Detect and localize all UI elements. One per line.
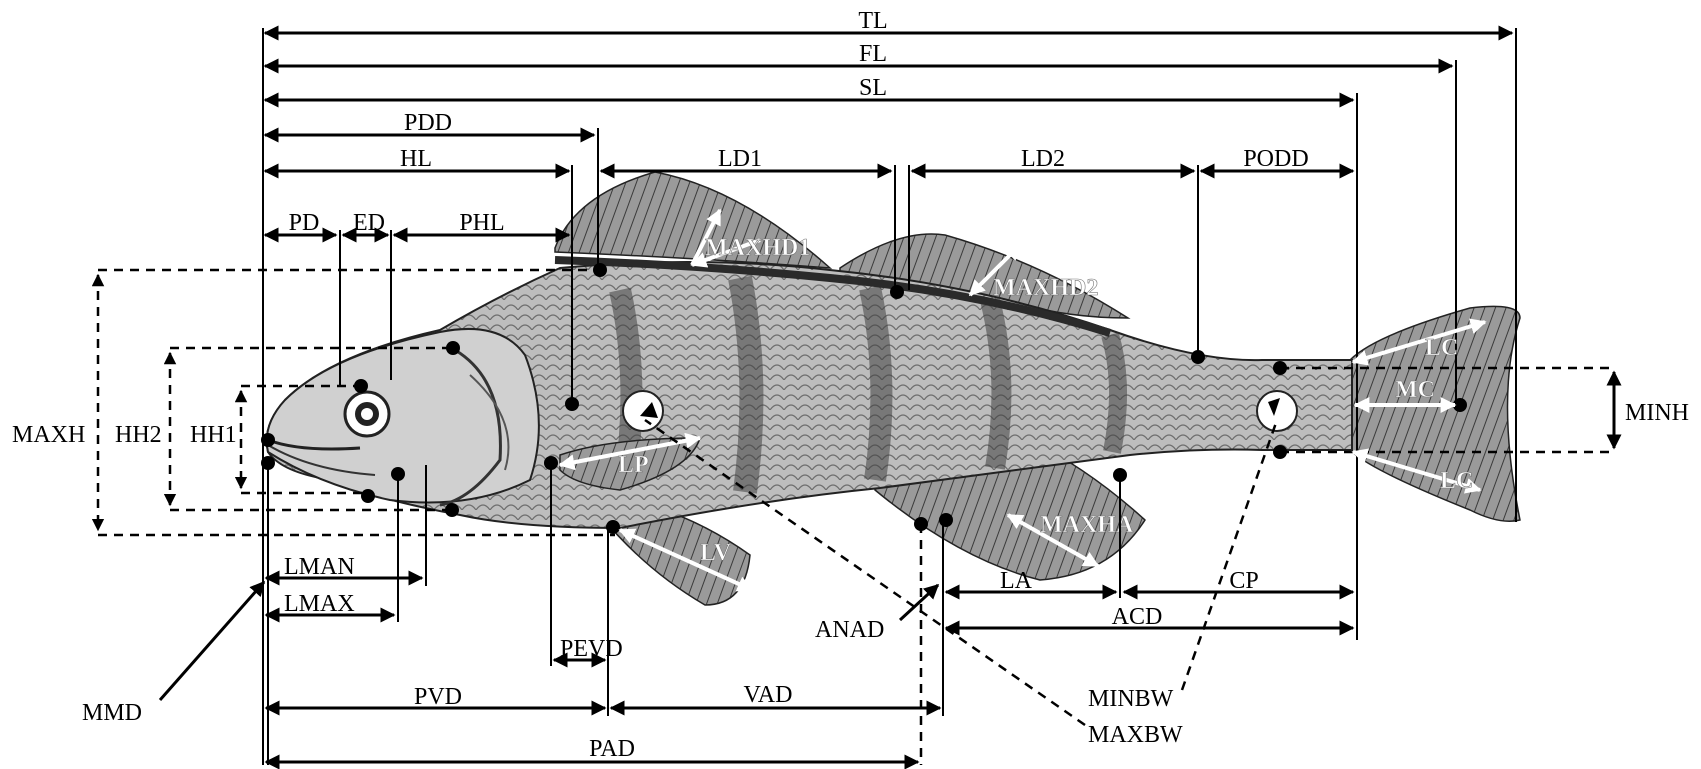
- lv-label: LV: [700, 540, 732, 566]
- maxh-label: MAXH: [12, 422, 85, 448]
- maxhd2-label: MAXHD2: [993, 275, 1098, 301]
- minbw-label: MINBW: [1088, 686, 1174, 712]
- ld1-label: LD1: [718, 146, 762, 172]
- lc-upper-label: LC: [1425, 335, 1458, 361]
- minh-label: MINH: [1625, 400, 1689, 426]
- podd-label: PODD: [1243, 146, 1308, 172]
- perch-illustration: [267, 172, 1520, 605]
- hh1-label: HH1: [190, 422, 237, 448]
- pdd-label: PDD: [404, 110, 452, 136]
- lmax-label: LMAX: [284, 591, 355, 617]
- tl-label: TL: [858, 8, 887, 34]
- acd-label: ACD: [1112, 604, 1163, 630]
- hh2-label: HH2: [115, 422, 162, 448]
- maxhd1-label: MAXHD1: [705, 235, 810, 261]
- lp-label: LP: [618, 452, 649, 478]
- anad-label: ANAD: [815, 617, 884, 643]
- sl-label: SL: [859, 75, 887, 101]
- pd-label: PD: [289, 210, 320, 236]
- pevd-label: PEVD: [560, 636, 623, 662]
- phl-label: PHL: [459, 210, 504, 236]
- mmd-label: MMD: [82, 700, 142, 726]
- maxbw-label: MAXBW: [1088, 722, 1183, 748]
- lc-lower-label: LC: [1440, 468, 1473, 494]
- lman-label: LMAN: [284, 554, 355, 580]
- hl-label: HL: [400, 146, 432, 172]
- ed-label: ED: [353, 210, 385, 236]
- pvd-label: PVD: [414, 684, 462, 710]
- maxbw-point: [623, 391, 663, 431]
- la-label: LA: [1000, 568, 1033, 594]
- mc-label: MC: [1395, 377, 1435, 403]
- fl-label: FL: [859, 41, 887, 67]
- ld2-label: LD2: [1021, 146, 1065, 172]
- cp-label: CP: [1229, 568, 1258, 594]
- pad-label: PAD: [589, 736, 635, 762]
- vad-label: VAD: [744, 682, 793, 708]
- minbw-point: [1257, 391, 1297, 431]
